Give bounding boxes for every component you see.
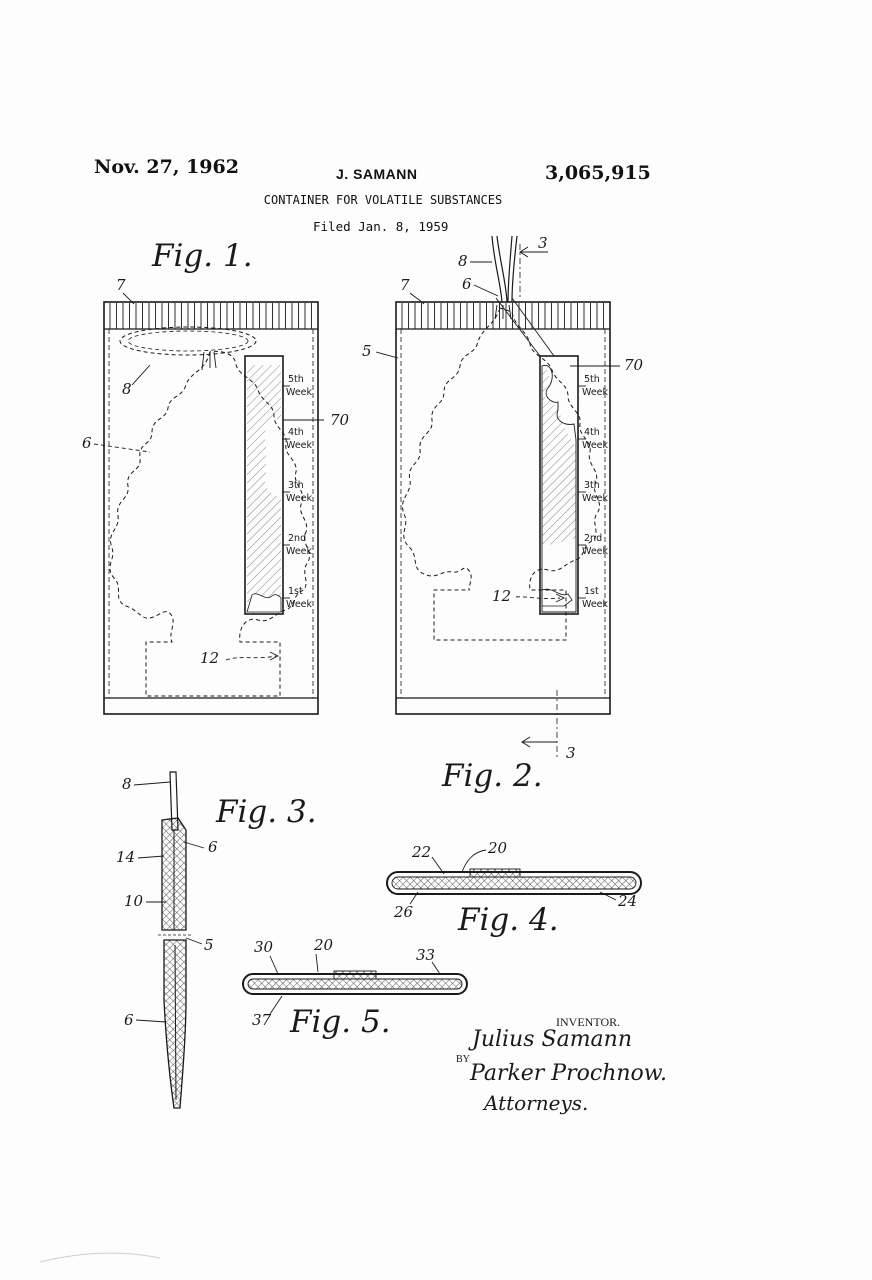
patent-title: CONTAINER FOR VOLATILE SUBSTANCES [263, 193, 503, 207]
fig3-ref-8: 8 [122, 775, 132, 793]
fig1-ref-6: 6 [82, 434, 92, 452]
week-number-label: 4th [288, 427, 304, 438]
fig3-ref-14: 14 [116, 848, 135, 866]
week-word-label: Week [582, 440, 609, 451]
week-word-label: Week [286, 387, 313, 398]
fig2-ref-70: 70 [624, 356, 644, 374]
week-number-label: 1st [288, 586, 303, 597]
week-number-label: 3th [584, 480, 600, 491]
filing-date: Filed Jan. 8, 1959 [313, 219, 449, 234]
fig1-tree-outline [109, 350, 310, 697]
inventor-name: J. SAMANN [336, 166, 418, 182]
fig2-envelope [395, 301, 611, 715]
fig2-ref-8: 8 [458, 252, 468, 270]
week-word-label: Week [582, 493, 609, 504]
fig5-ref-30: 30 [254, 938, 274, 956]
week-number-label: 4th [584, 427, 600, 438]
fig3-label: Fig. 3. [215, 794, 317, 830]
fig1-envelope [103, 301, 319, 715]
fig4-ref-26: 26 [393, 903, 414, 921]
fig1-label: Fig. 1. [151, 238, 253, 274]
fig1-knot [201, 351, 217, 371]
week-word-label: Week [286, 440, 313, 451]
fig5-ref-37: 37 [252, 1011, 272, 1029]
fig2-ref-5: 5 [362, 342, 372, 360]
fig2-indicator-strip [539, 355, 579, 615]
fig5-ref-20: 20 [313, 936, 334, 954]
figure-1: Fig. 1. 5thWeek4thWeek3thWeek2ndWeek1stW… [82, 238, 350, 715]
fig4-ref-22: 22 [411, 843, 431, 861]
week-word-label: Week [286, 546, 313, 557]
fig3-ref-6-top: 6 [208, 838, 218, 856]
fig1-ref-12: 12 [200, 649, 219, 667]
week-word-label: Week [286, 493, 313, 504]
week-number-label: 5th [288, 374, 304, 385]
fig4-label: Fig. 4. [457, 902, 559, 938]
fig2-ref-3-bottom: 3 [566, 744, 576, 762]
fig1-seal-strip [109, 303, 312, 329]
fig5-ref-33: 33 [416, 946, 435, 964]
week-number-label: 5th [584, 374, 600, 385]
week-word-label: Week [582, 387, 609, 398]
fig1-string-loop [119, 326, 257, 356]
fig1-ref-7: 7 [116, 276, 126, 294]
attorney-signature: Parker Prochnow. [469, 1061, 667, 1086]
by-label: BY [456, 1054, 470, 1065]
patent-number: 3,065,915 [545, 162, 651, 184]
fig2-tree-outline [402, 307, 600, 641]
week-word-label: Week [582, 599, 609, 610]
fig2-ref-7: 7 [400, 276, 410, 294]
figure-3: Fig. 3. 8 14 6 10 5 6 [116, 771, 317, 1109]
figure-2: 3 3 5thWeek4thWeek3thWeek2ndWeek1stWeek … [362, 234, 644, 794]
fig3-ref-5: 5 [204, 936, 214, 954]
patent-date: Nov. 27, 1962 [94, 156, 239, 178]
figure-4: 22 20 26 24 Fig. 4. [386, 839, 642, 938]
week-number-label: 1st [584, 586, 599, 597]
figure-5: 30 20 33 37 Fig. 5. [242, 936, 468, 1040]
week-word-label: Week [286, 599, 313, 610]
inventor-label: INVENTOR. [556, 1015, 620, 1029]
week-number-label: 3th [288, 480, 304, 491]
week-word-label: Week [582, 546, 609, 557]
week-number-label: 2nd [288, 533, 306, 544]
fig3-ref-10: 10 [124, 892, 144, 910]
fig1-ref-8: 8 [122, 380, 132, 398]
fig2-string [491, 235, 508, 303]
week-number-label: 2nd [584, 533, 602, 544]
fig4-ref-24: 24 [617, 892, 637, 910]
fig2-ref-6: 6 [462, 275, 472, 293]
fig2-ref-12: 12 [492, 587, 511, 605]
fig3-lower-section [163, 939, 187, 1109]
fig5-label: Fig. 5. [289, 1004, 391, 1040]
fig3-ref-6-bottom: 6 [124, 1011, 134, 1029]
attorneys-label: Attorneys. [482, 1091, 588, 1115]
signature-block: INVENTOR. Julius Samann BY Parker Prochn… [456, 1015, 667, 1115]
fig2-seal-strip [401, 303, 604, 329]
fig2-label: Fig. 2. [441, 758, 543, 794]
fig1-indicator-strip [244, 355, 284, 615]
fig1-ref-70: 70 [330, 411, 350, 429]
fig4-ref-20: 20 [487, 839, 508, 857]
inventor-signature: Julius Samann [468, 1027, 632, 1052]
fig2-ref-3-top: 3 [538, 234, 548, 252]
